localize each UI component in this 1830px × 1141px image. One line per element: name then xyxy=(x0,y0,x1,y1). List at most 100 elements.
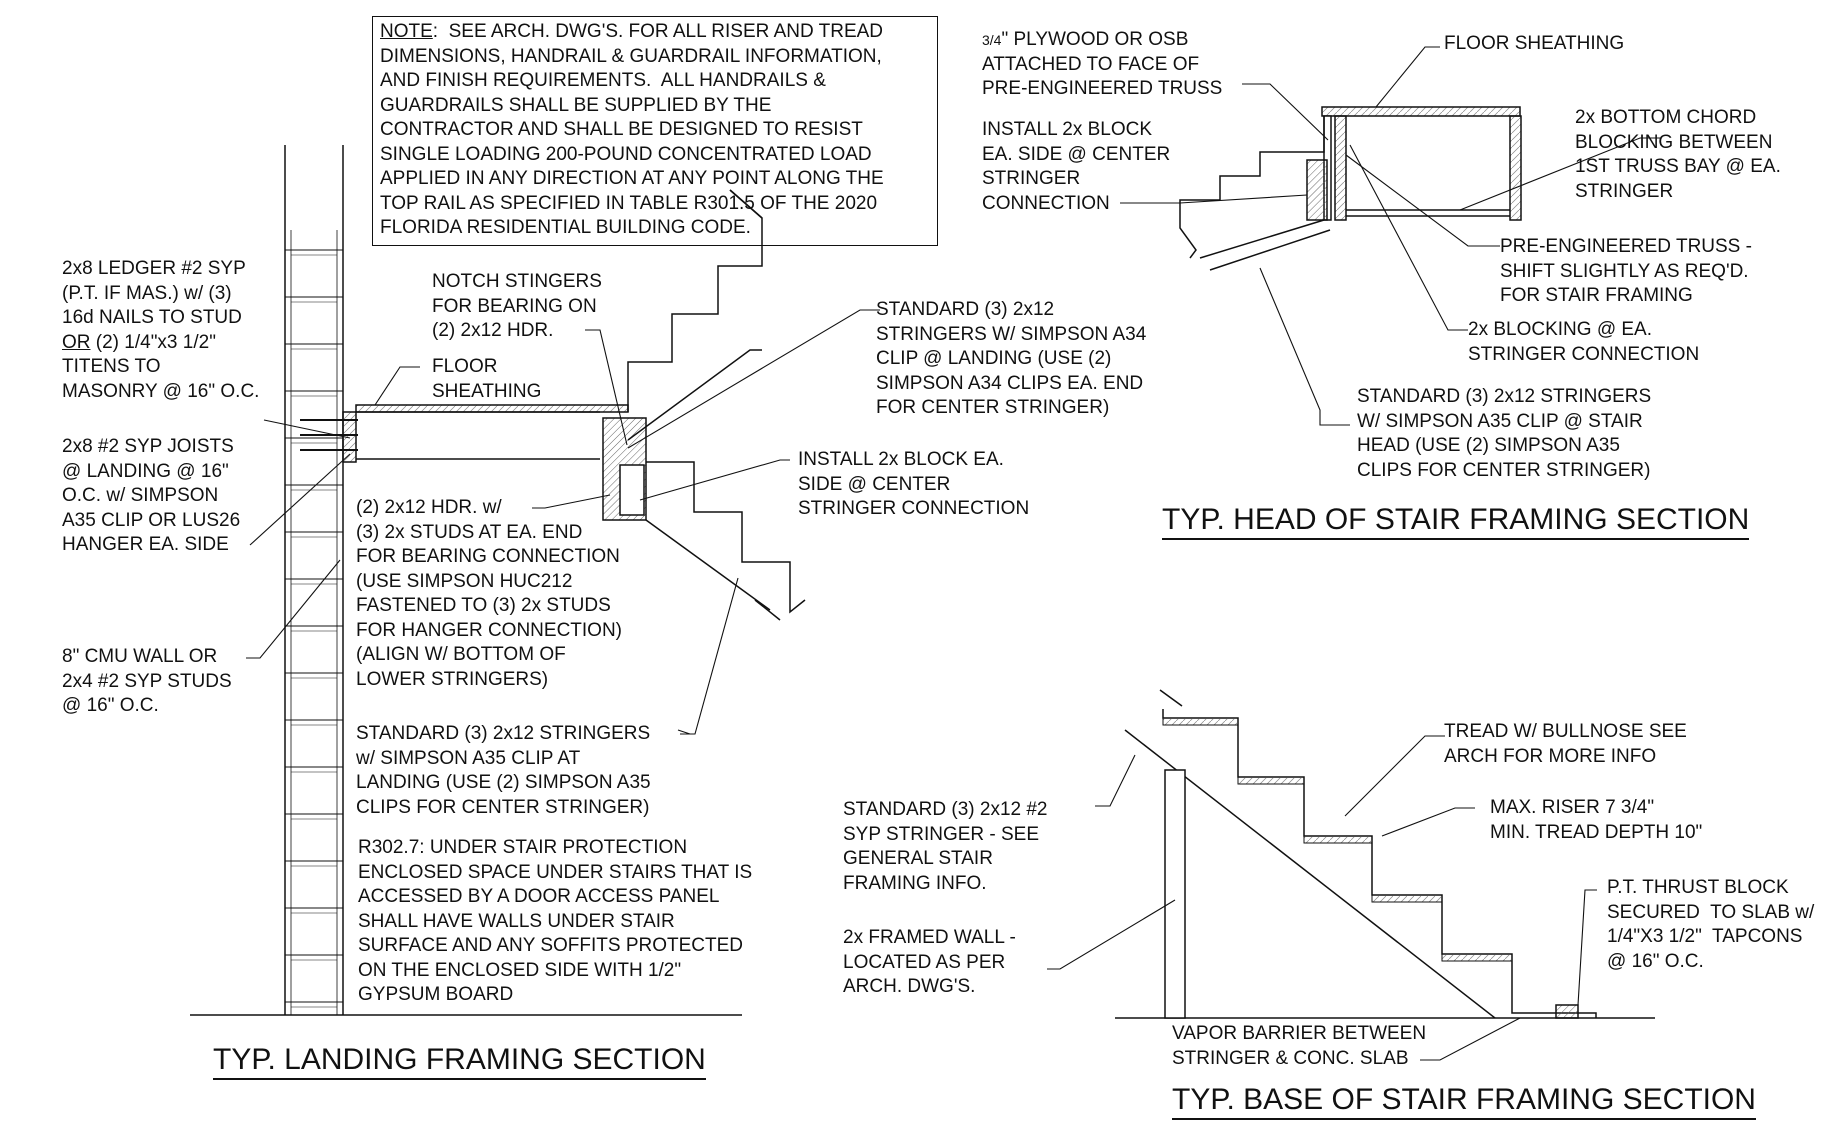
riser-callout: MAX. RISER 7 3/4" MIN. TREAD DEPTH 10" xyxy=(1490,796,1702,845)
truss-callout: PRE-ENGINEERED TRUSS -SHIFT SLIGHTLY AS … xyxy=(1500,235,1752,309)
text-line: PRE-ENGINEERED TRUSS - xyxy=(1500,236,1752,257)
framed-wall xyxy=(1165,770,1185,1018)
text-line: GYPSUM BOARD xyxy=(358,984,514,1005)
head-floor-sheathing-callout: FLOOR SHEATHING xyxy=(1444,33,1625,54)
note-line: DIMENSIONS, HANDRAIL & GUARDRAIL INFORMA… xyxy=(380,45,882,67)
text-line: SECURED TO SLAB w/ xyxy=(1607,901,1815,923)
text-line: @ LANDING @ 16" xyxy=(62,460,229,482)
text-line: (P.T. IF MAS.) w/ (3) xyxy=(62,282,232,304)
landing-section xyxy=(190,145,805,1015)
plywood-lines: ATTACHED TO FACE OF PRE-ENGINEERED TRUSS xyxy=(982,53,1222,102)
ledger-or-word: OR xyxy=(62,331,91,353)
text-line: (ALIGN W/ BOTTOM OF xyxy=(356,644,566,665)
treads xyxy=(1163,718,1512,961)
head-section xyxy=(1180,107,1521,270)
base-stringer-soffit xyxy=(1125,730,1495,1018)
general-note-box xyxy=(372,16,938,246)
landing-leaders xyxy=(246,310,880,734)
text-line: P.T. THRUST BLOCK xyxy=(1607,877,1789,898)
lower-stair-soffit xyxy=(646,520,770,610)
truss-far-post xyxy=(1510,116,1521,220)
text-line: SYP STRINGER - SEE xyxy=(843,823,1040,845)
ledger-lines-a: 2x8 LEDGER #2 SYP(P.T. IF MAS.) w/ (3)16… xyxy=(62,257,259,331)
text-line: EA. SIDE @ CENTER xyxy=(982,143,1171,165)
text-line: STRINGER CONNECTION xyxy=(798,498,1030,519)
text-line: FLOOR xyxy=(432,356,498,377)
note-line: AND FINISH REQUIREMENTS. ALL HANDRAILS & xyxy=(380,70,826,91)
general-note: NOTE: SEE ARCH. DWG'S. FOR ALL RISER AND… xyxy=(380,20,884,241)
thrust-block xyxy=(1556,1005,1578,1018)
base-stringer-callout: STANDARD (3) 2x12 #2 SYP STRINGER - SEE GE… xyxy=(843,798,1048,896)
text-line: ACCESSED BY A DOOR ACCESS PANEL xyxy=(358,886,720,907)
text-line: SIDE @ CENTER xyxy=(798,473,951,495)
text-line: MAX. RISER 7 3/4" xyxy=(1490,797,1655,818)
note-line: APPLIED IN ANY DIRECTION AT ANY POINT AL… xyxy=(380,168,884,189)
text-line: w/ SIMPSON A35 CLIP AT xyxy=(356,747,581,769)
text-line: 2x4 #2 SYP STUDS xyxy=(62,670,232,692)
text-line: SHEATHING xyxy=(432,380,542,402)
text-line: GENERAL STAIR xyxy=(843,848,993,869)
text-line: VAPOR BARRIER BETWEEN xyxy=(1172,1023,1427,1044)
text-line: STRINGER & CONC. SLAB xyxy=(1172,1047,1409,1069)
text-line: STRINGERS W/ SIMPSON A34 xyxy=(876,323,1147,345)
cmu-wall-callout: 8" CMU WALL OR 2x4 #2 SYP STUDS @ 16" O.C. xyxy=(62,645,232,719)
ledger-or-line: OR (2) 1/4"x3 1/2" xyxy=(62,331,259,356)
text-line: LOWER STRINGERS) xyxy=(356,668,549,690)
text-line: (2) 2x12 HDR. xyxy=(432,320,554,341)
text-line: LOCATED AS PER xyxy=(843,951,1006,973)
upper-stair-bottom xyxy=(628,350,762,440)
text-line: A35 CLIP OR LUS26 xyxy=(62,509,241,531)
text-line: MIN. TREAD DEPTH 10" xyxy=(1490,821,1703,843)
text-line: INSTALL 2x BLOCK EA. xyxy=(798,449,1004,470)
note-body: DIMENSIONS, HANDRAIL & GUARDRAIL INFORMA… xyxy=(380,45,884,241)
plywood-fraction: 3/4 xyxy=(982,32,1002,48)
base-section-title: TYP. BASE OF STAIR FRAMING SECTION xyxy=(1172,1083,1756,1120)
floor-sheathing xyxy=(356,405,628,412)
text-line: ENCLOSED SPACE UNDER STAIRS THAT IS xyxy=(358,861,753,883)
text-line: TITENS TO xyxy=(62,356,161,377)
plywood-first-rest: " PLYWOOD OR OSB xyxy=(1001,29,1189,50)
text-line: PRE-ENGINEERED TRUSS xyxy=(982,78,1223,99)
vapor-barrier-callout: VAPOR BARRIER BETWEEN STRINGER & CONC. SL… xyxy=(1172,1022,1426,1071)
text-line: (3) 2x STUDS AT EA. END xyxy=(356,521,583,543)
text-line: STANDARD (3) 2x12 #2 xyxy=(843,799,1048,820)
text-line: SURFACE AND ANY SOFFITS PROTECTED xyxy=(358,935,743,956)
text-line: STANDARD (3) 2x12 xyxy=(876,299,1055,320)
upper-stair-stringer xyxy=(628,190,762,412)
head-leaders xyxy=(1120,47,1660,425)
text-line: FOR STAIR FRAMING xyxy=(1500,285,1693,306)
text-line: CLIP @ LANDING (USE (2) xyxy=(876,348,1112,369)
text-line: 2x FRAMED WALL - xyxy=(843,927,1016,948)
hanger-clip xyxy=(620,465,644,515)
text-line: @ 16" O.C. xyxy=(62,695,159,716)
text-line: 16d NAILS TO STUD xyxy=(62,307,242,328)
base-leaders xyxy=(1047,736,1597,1060)
lower-stair-stringer xyxy=(646,462,805,612)
text-line: 8" CMU WALL OR xyxy=(62,646,218,667)
plywood-callout: 3/4" PLYWOOD OR OSB ATTACHED TO FACE OF PR… xyxy=(982,28,1222,102)
text-line: CLIPS FOR CENTER STRINGER) xyxy=(356,796,650,818)
ledger-or-rest: (2) 1/4"x3 1/2" xyxy=(90,331,216,353)
text-line: FRAMING INFO. xyxy=(843,872,987,894)
text-line: STRINGER xyxy=(1575,180,1674,202)
text-line: SIMPSON A34 CLIPS EA. END xyxy=(876,372,1144,394)
text-line: O.C. w/ SIMPSON xyxy=(62,485,219,506)
text-line: 2x BLOCKING @ EA. xyxy=(1468,319,1653,340)
text-line: ATTACHED TO FACE OF xyxy=(982,53,1200,75)
text-line: STRINGER xyxy=(982,168,1081,189)
note-label: NOTE xyxy=(380,21,433,42)
text-line: STANDARD (3) 2x12 STRINGERS xyxy=(1357,386,1652,407)
text-line: 1ST TRUSS BAY @ EA. xyxy=(1575,156,1781,177)
text-line: CLIPS FOR CENTER STRINGER) xyxy=(1357,459,1651,481)
landing-floor-sheathing-callout: FLOOR SHEATHING xyxy=(432,355,541,404)
note-line: CONTRACTOR AND SHALL BE DESIGNED TO RESI… xyxy=(380,119,863,140)
text-line: BLOCKING BETWEEN xyxy=(1575,131,1773,153)
